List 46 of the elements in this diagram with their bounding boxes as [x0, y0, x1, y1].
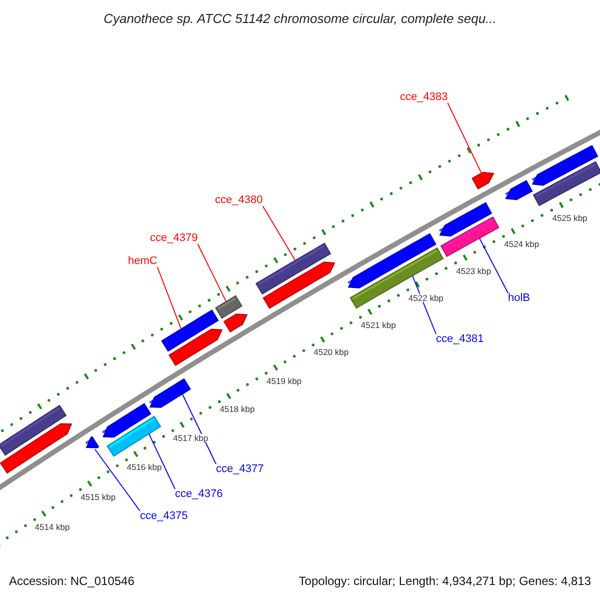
- gene-feature: [102, 403, 152, 438]
- gene-label: cce_4377: [216, 464, 264, 475]
- gene-feature: [215, 295, 243, 319]
- scale-label: 4518 kbp: [220, 404, 255, 414]
- summary-text: Topology: circular; Length: 4,934,271 bp; Genes: 4,813: [298, 575, 591, 587]
- gene-label: cce_4379: [150, 233, 198, 244]
- gene-feature: [85, 436, 100, 448]
- scale-label: 4519 kbp: [266, 376, 302, 386]
- scale-label: 4523 kbp: [456, 266, 492, 276]
- gene-label: hemC: [128, 256, 158, 267]
- leader-line: [156, 266, 182, 330]
- gene-label: holB: [508, 293, 530, 304]
- gene-label: cce_4380: [215, 195, 263, 206]
- gene-feature: [148, 378, 191, 408]
- scale-label: 4525 kbp: [552, 214, 588, 222]
- gene-feature: [0, 423, 72, 474]
- leader-line: [94, 448, 140, 512]
- leader-line: [478, 238, 508, 294]
- scale-label: 4524 kbp: [504, 240, 540, 249]
- leader-line: [447, 102, 482, 174]
- leader-line: [197, 244, 227, 302]
- title: Cyanothece sp. ATCC 51142 chromosome circular, complete sequ...: [102, 12, 498, 25]
- scale-label: 4514 kbp: [34, 522, 70, 532]
- gene-label: cce_4376: [175, 489, 223, 500]
- gene-feature: [255, 242, 332, 295]
- gene-label: cce_4383: [400, 92, 448, 103]
- gene-feature: [532, 144, 598, 186]
- scale-label: 4517 kbp: [173, 434, 208, 442]
- scale-label: 4522 kbp: [408, 294, 444, 302]
- leader-line: [262, 206, 296, 261]
- gene-feature: [438, 202, 492, 236]
- gene-feature: [223, 314, 248, 333]
- gene-feature: [161, 310, 219, 352]
- gene-feature: [472, 172, 494, 190]
- scale-label: 4521 kbp: [360, 320, 396, 330]
- gene-feature: [505, 180, 533, 200]
- scale-label: 4516 kbp: [126, 463, 162, 472]
- gene-label: cce_4375: [140, 511, 188, 522]
- accession-text: Accession: NC_010546: [9, 575, 134, 587]
- scale-label: 4515 kbp: [80, 492, 116, 502]
- leader-line: [182, 394, 216, 464]
- leader-line: [148, 433, 176, 490]
- leader-line: [412, 275, 436, 334]
- scale-label: 4520 kbp: [314, 348, 349, 357]
- gene-feature: [348, 233, 436, 288]
- gene-label: cce_4381: [436, 334, 484, 345]
